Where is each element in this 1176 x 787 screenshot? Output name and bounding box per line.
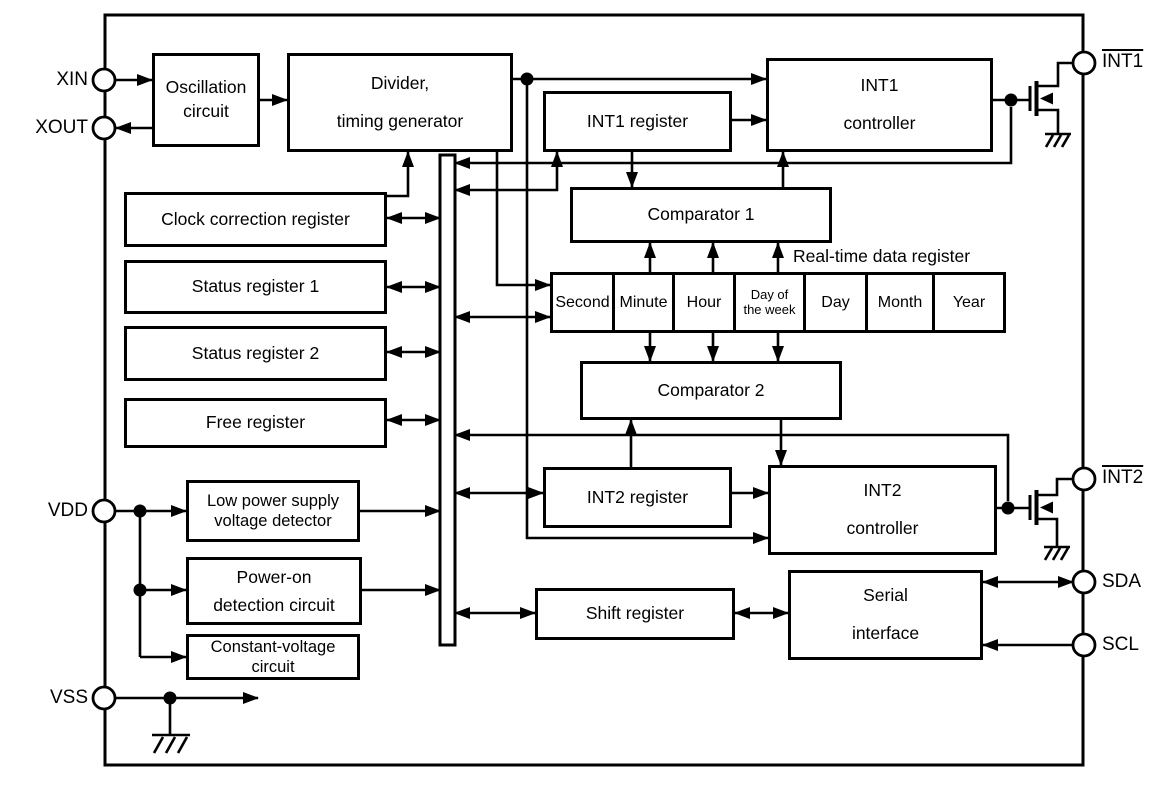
pin-label-xout: XOUT bbox=[35, 117, 88, 138]
pin-label-sda: SDA bbox=[1102, 571, 1142, 592]
pin-label-vss: VSS bbox=[49, 687, 88, 708]
block-low-power-supply-voltage-detector: Low power supply voltage detector bbox=[186, 480, 360, 542]
block-status-register-1: Status register 1 bbox=[124, 260, 387, 314]
rtdr-cell-minute: Minute bbox=[612, 272, 675, 333]
block-power-on-detection-circuit: Power-on detection circuit bbox=[186, 557, 362, 625]
internal-bus-bar bbox=[438, 153, 457, 647]
ground-symbol-vss bbox=[152, 733, 190, 754]
mosfet-body-arrow-icon bbox=[1040, 501, 1053, 514]
ground-symbol-int1 bbox=[1044, 132, 1071, 148]
block-int2-controller: INT2 controller bbox=[768, 465, 997, 555]
block-status-register-2: Status register 2 bbox=[124, 326, 387, 381]
wire-divider-to-int2-controller bbox=[525, 79, 769, 544]
pin-label-int2: INT2 bbox=[1102, 467, 1144, 488]
pin-circle-int2 bbox=[1071, 466, 1097, 492]
rtdr-cell-second: Second bbox=[550, 272, 615, 333]
block-serial-interface: Serial interface bbox=[788, 570, 983, 660]
pin-label-vdd: VDD bbox=[47, 500, 88, 521]
block-int1-register: INT1 register bbox=[543, 91, 732, 152]
mosfet-drain bbox=[1038, 477, 1072, 497]
block-int2-register: INT2 register bbox=[543, 467, 732, 528]
block-constant-voltage-circuit: Constant-voltage circuit bbox=[186, 634, 360, 680]
wire-bus-int1-register bbox=[454, 151, 563, 196]
block-divider-timing-generator: Divider, timing generator bbox=[287, 53, 513, 152]
int1-output-mosfet bbox=[1028, 61, 1072, 133]
pin-circle-vdd bbox=[91, 498, 117, 524]
pin-circle-scl bbox=[1071, 632, 1097, 658]
rtdr-cell-month: Month bbox=[865, 272, 935, 333]
mosfet-source bbox=[1038, 517, 1059, 546]
pin-label-int1: INT1 bbox=[1102, 51, 1144, 72]
rtdr-cell-year: Year bbox=[932, 272, 1006, 333]
wires bbox=[115, 73, 1074, 734]
pin-circle-xout bbox=[91, 115, 117, 141]
junction-dot bbox=[1004, 93, 1018, 107]
junction-dot bbox=[520, 72, 534, 86]
int2-output-mosfet bbox=[1028, 477, 1072, 546]
block-clock-correction-register: Clock correction register bbox=[124, 192, 387, 247]
pin-label-xin: XIN bbox=[56, 69, 88, 90]
mosfet-body-arrow-icon bbox=[1040, 92, 1053, 105]
block-comparator-2: Comparator 2 bbox=[580, 361, 842, 420]
pin-label-scl: SCL bbox=[1102, 634, 1139, 655]
wire-divider-to-second-register bbox=[495, 152, 551, 291]
pin-circle-xin bbox=[91, 67, 117, 93]
block-shift-register: Shift register bbox=[535, 588, 735, 640]
real-time-data-register-label: Real-time data register bbox=[793, 246, 971, 266]
junction-dots bbox=[133, 72, 1018, 705]
junction-dot bbox=[133, 583, 147, 597]
pin-circle-sda bbox=[1071, 569, 1097, 595]
mosfet-source bbox=[1038, 108, 1060, 133]
rtdr-cell-hour: Hour bbox=[672, 272, 736, 333]
chip-border bbox=[103, 13, 1085, 767]
wire-int1-output-feedback-to-bus bbox=[454, 107, 1013, 169]
block-oscillation-circuit: Oscillation circuit bbox=[152, 53, 260, 147]
mosfet-drain bbox=[1038, 61, 1072, 88]
wire-clock-correction-to-divider bbox=[387, 151, 414, 198]
block-free-register: Free register bbox=[124, 398, 387, 448]
ground-symbol-int2 bbox=[1043, 545, 1070, 561]
rtdr-cell-day: Day bbox=[803, 272, 868, 333]
pin-circle-vss bbox=[91, 685, 117, 711]
junction-dot bbox=[133, 504, 147, 518]
wire-int2-output-feedback-to-bus bbox=[454, 429, 1010, 501]
block-comparator-1: Comparator 1 bbox=[570, 187, 832, 243]
rtdr-cell-day-of-week: Day of the week bbox=[733, 272, 806, 333]
junction-dot bbox=[1001, 501, 1015, 515]
block-int1-controller: INT1 controller bbox=[766, 58, 993, 152]
pin-circles bbox=[91, 50, 1097, 711]
pin-circle-int1 bbox=[1071, 50, 1097, 76]
junction-dot bbox=[163, 691, 177, 705]
